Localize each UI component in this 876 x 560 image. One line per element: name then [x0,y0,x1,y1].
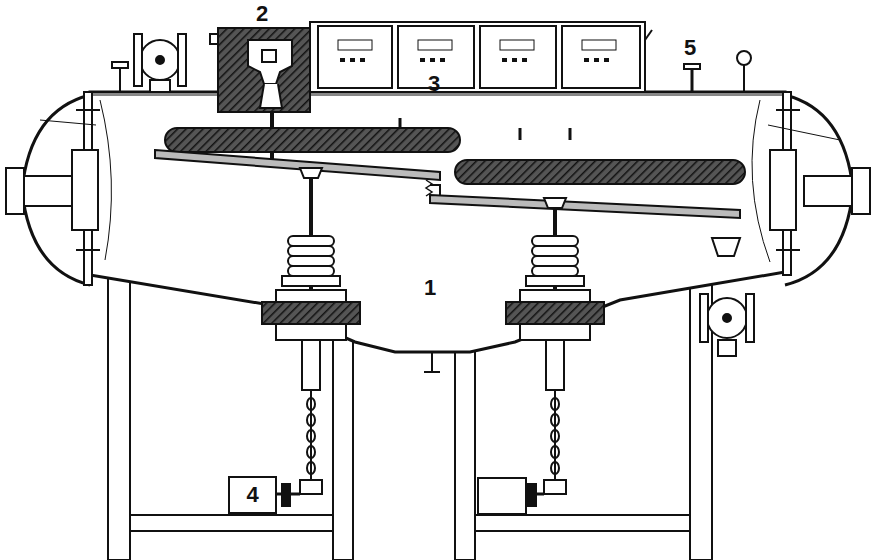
callout-number: 5 [684,36,696,60]
callout-number: 2 [256,2,268,26]
callout-number: 3 [428,72,440,96]
callout-number: 1 [424,276,436,300]
motor-box: 4 [228,476,277,514]
callout-number: 4 [246,483,258,507]
